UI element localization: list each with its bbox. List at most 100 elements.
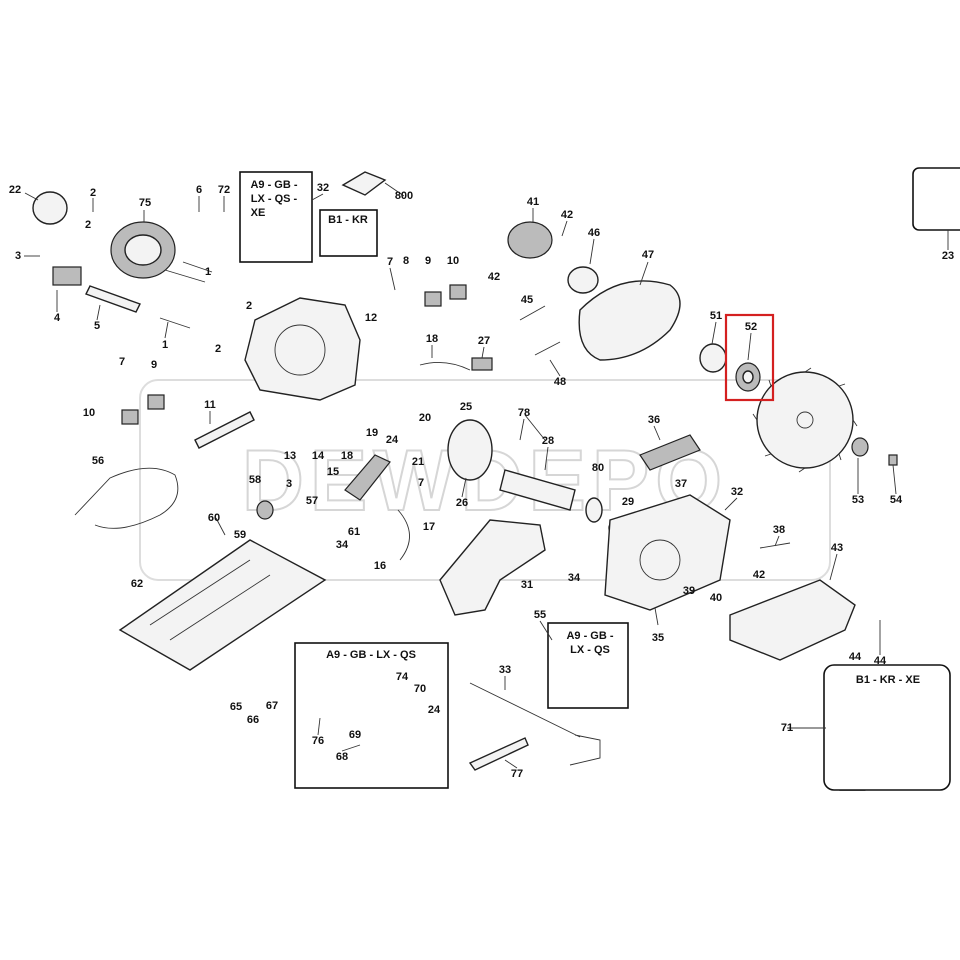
part-label-10: 10	[447, 255, 459, 267]
part-label-7: 7	[387, 256, 393, 268]
leader-line	[711, 321, 717, 345]
part-label-51: 51	[710, 310, 722, 322]
part-label-32: 32	[317, 182, 329, 194]
part-label-1: 1	[205, 266, 211, 278]
part-label-34: 34	[336, 539, 349, 551]
leader-line	[317, 717, 321, 736]
leader-line	[504, 759, 518, 769]
variant-box-33: A9 - GB - LX - QS	[547, 622, 629, 709]
part-label-13: 13	[284, 450, 296, 462]
svg-text:A9 - GB - LX - QS: A9 - GB - LX - QS	[326, 649, 416, 661]
part-label-18: 18	[341, 450, 353, 462]
part-label-72: 72	[218, 184, 230, 196]
part-label-42: 42	[488, 271, 500, 283]
leader-line	[539, 620, 553, 641]
part-label-18: 18	[426, 333, 438, 345]
part-label-42: 42	[561, 209, 573, 221]
part-label-24: 24	[428, 704, 441, 716]
svg-text:LX - QS -: LX - QS -	[251, 193, 298, 205]
leader-line	[724, 497, 738, 511]
leader-line	[829, 553, 838, 581]
part-label-23: 23	[942, 250, 954, 262]
leader-line	[774, 535, 780, 547]
part-label-71: 71	[781, 722, 793, 734]
part-label-40: 40	[710, 592, 722, 604]
part-label-29: 29	[622, 496, 634, 508]
svg-text:XE: XE	[251, 207, 266, 219]
part-label-38: 38	[773, 524, 785, 536]
part-label-6: 6	[196, 184, 202, 196]
part-label-43: 43	[831, 542, 843, 554]
part-label-4: 4	[54, 312, 61, 324]
part-label-2: 2	[85, 219, 91, 231]
part-label-74: 74	[396, 671, 409, 683]
part-label-19: 19	[366, 427, 378, 439]
part-label-76: 76	[312, 735, 324, 747]
part-label-3: 3	[15, 250, 21, 262]
part-label-12: 12	[365, 312, 377, 324]
part-label-36: 36	[648, 414, 660, 426]
leader-line	[389, 267, 396, 291]
part-label-27: 27	[478, 335, 490, 347]
part-label-75: 75	[139, 197, 151, 209]
leader-line	[653, 425, 661, 441]
part-label-65: 65	[230, 701, 242, 713]
part-label-69: 69	[349, 729, 361, 741]
part-label-26: 26	[456, 497, 468, 509]
leader-line	[96, 304, 101, 321]
part-label-3: 3	[286, 478, 292, 490]
leader-line	[164, 321, 169, 339]
part-label-7: 7	[119, 356, 125, 368]
part-label-10: 10	[83, 407, 95, 419]
part-label-37: 37	[675, 478, 687, 490]
part-label-45: 45	[521, 294, 533, 306]
part-label-5: 5	[94, 320, 100, 332]
part-label-46: 46	[588, 227, 600, 239]
leader-line	[341, 744, 361, 752]
leader-line	[215, 517, 226, 536]
part-label-9: 9	[425, 255, 431, 267]
leader-line	[589, 238, 595, 265]
leader-line	[639, 261, 649, 286]
svg-text:B1 - KR: B1 - KR	[328, 214, 368, 226]
part-label-61: 61	[348, 526, 360, 538]
part-label-66: 66	[247, 714, 259, 726]
base-plate-62	[118, 539, 327, 671]
variant-box-800	[912, 167, 960, 231]
leader-line	[519, 418, 525, 441]
part-label-2: 2	[90, 187, 96, 199]
leader-line	[311, 193, 324, 201]
part-label-39: 39	[683, 585, 695, 597]
part-label-17: 17	[423, 521, 435, 533]
part-label-70: 70	[414, 683, 426, 695]
saw-blade	[752, 367, 858, 473]
part-label-8: 8	[403, 255, 409, 267]
part-label-48: 48	[554, 376, 566, 388]
part-label-22: 22	[9, 184, 21, 196]
part-label-16: 16	[374, 560, 386, 572]
part-label-57: 57	[306, 495, 318, 507]
part-label-31: 31	[521, 579, 533, 591]
part-label-53: 53	[852, 494, 864, 506]
part-label-33: 33	[499, 664, 511, 676]
variant-box-b1-kr: B1 - KR	[319, 209, 378, 257]
part-label-9: 9	[151, 359, 157, 371]
leader-line	[384, 182, 405, 197]
leader-line	[544, 446, 549, 471]
part-label-78: 78	[518, 407, 530, 419]
part-label-21: 21	[412, 456, 424, 468]
svg-text:A9 - GB -: A9 - GB -	[566, 630, 613, 642]
part-label-32: 32	[731, 486, 743, 498]
part-label-1: 1	[162, 339, 168, 351]
part-label-42: 42	[753, 569, 765, 581]
leader-line	[481, 346, 485, 359]
leader-line	[892, 464, 897, 495]
part-label-20: 20	[419, 412, 431, 424]
part-label-25: 25	[460, 401, 472, 413]
variant-box-32: B1 - KR - XE	[823, 664, 951, 791]
svg-text:LX - QS: LX - QS	[570, 644, 610, 656]
highlight-box-part-52	[724, 313, 775, 402]
variant-box-30: A9 - GB - LX - QS - XE	[239, 171, 313, 263]
part-label-11: 11	[204, 399, 216, 411]
